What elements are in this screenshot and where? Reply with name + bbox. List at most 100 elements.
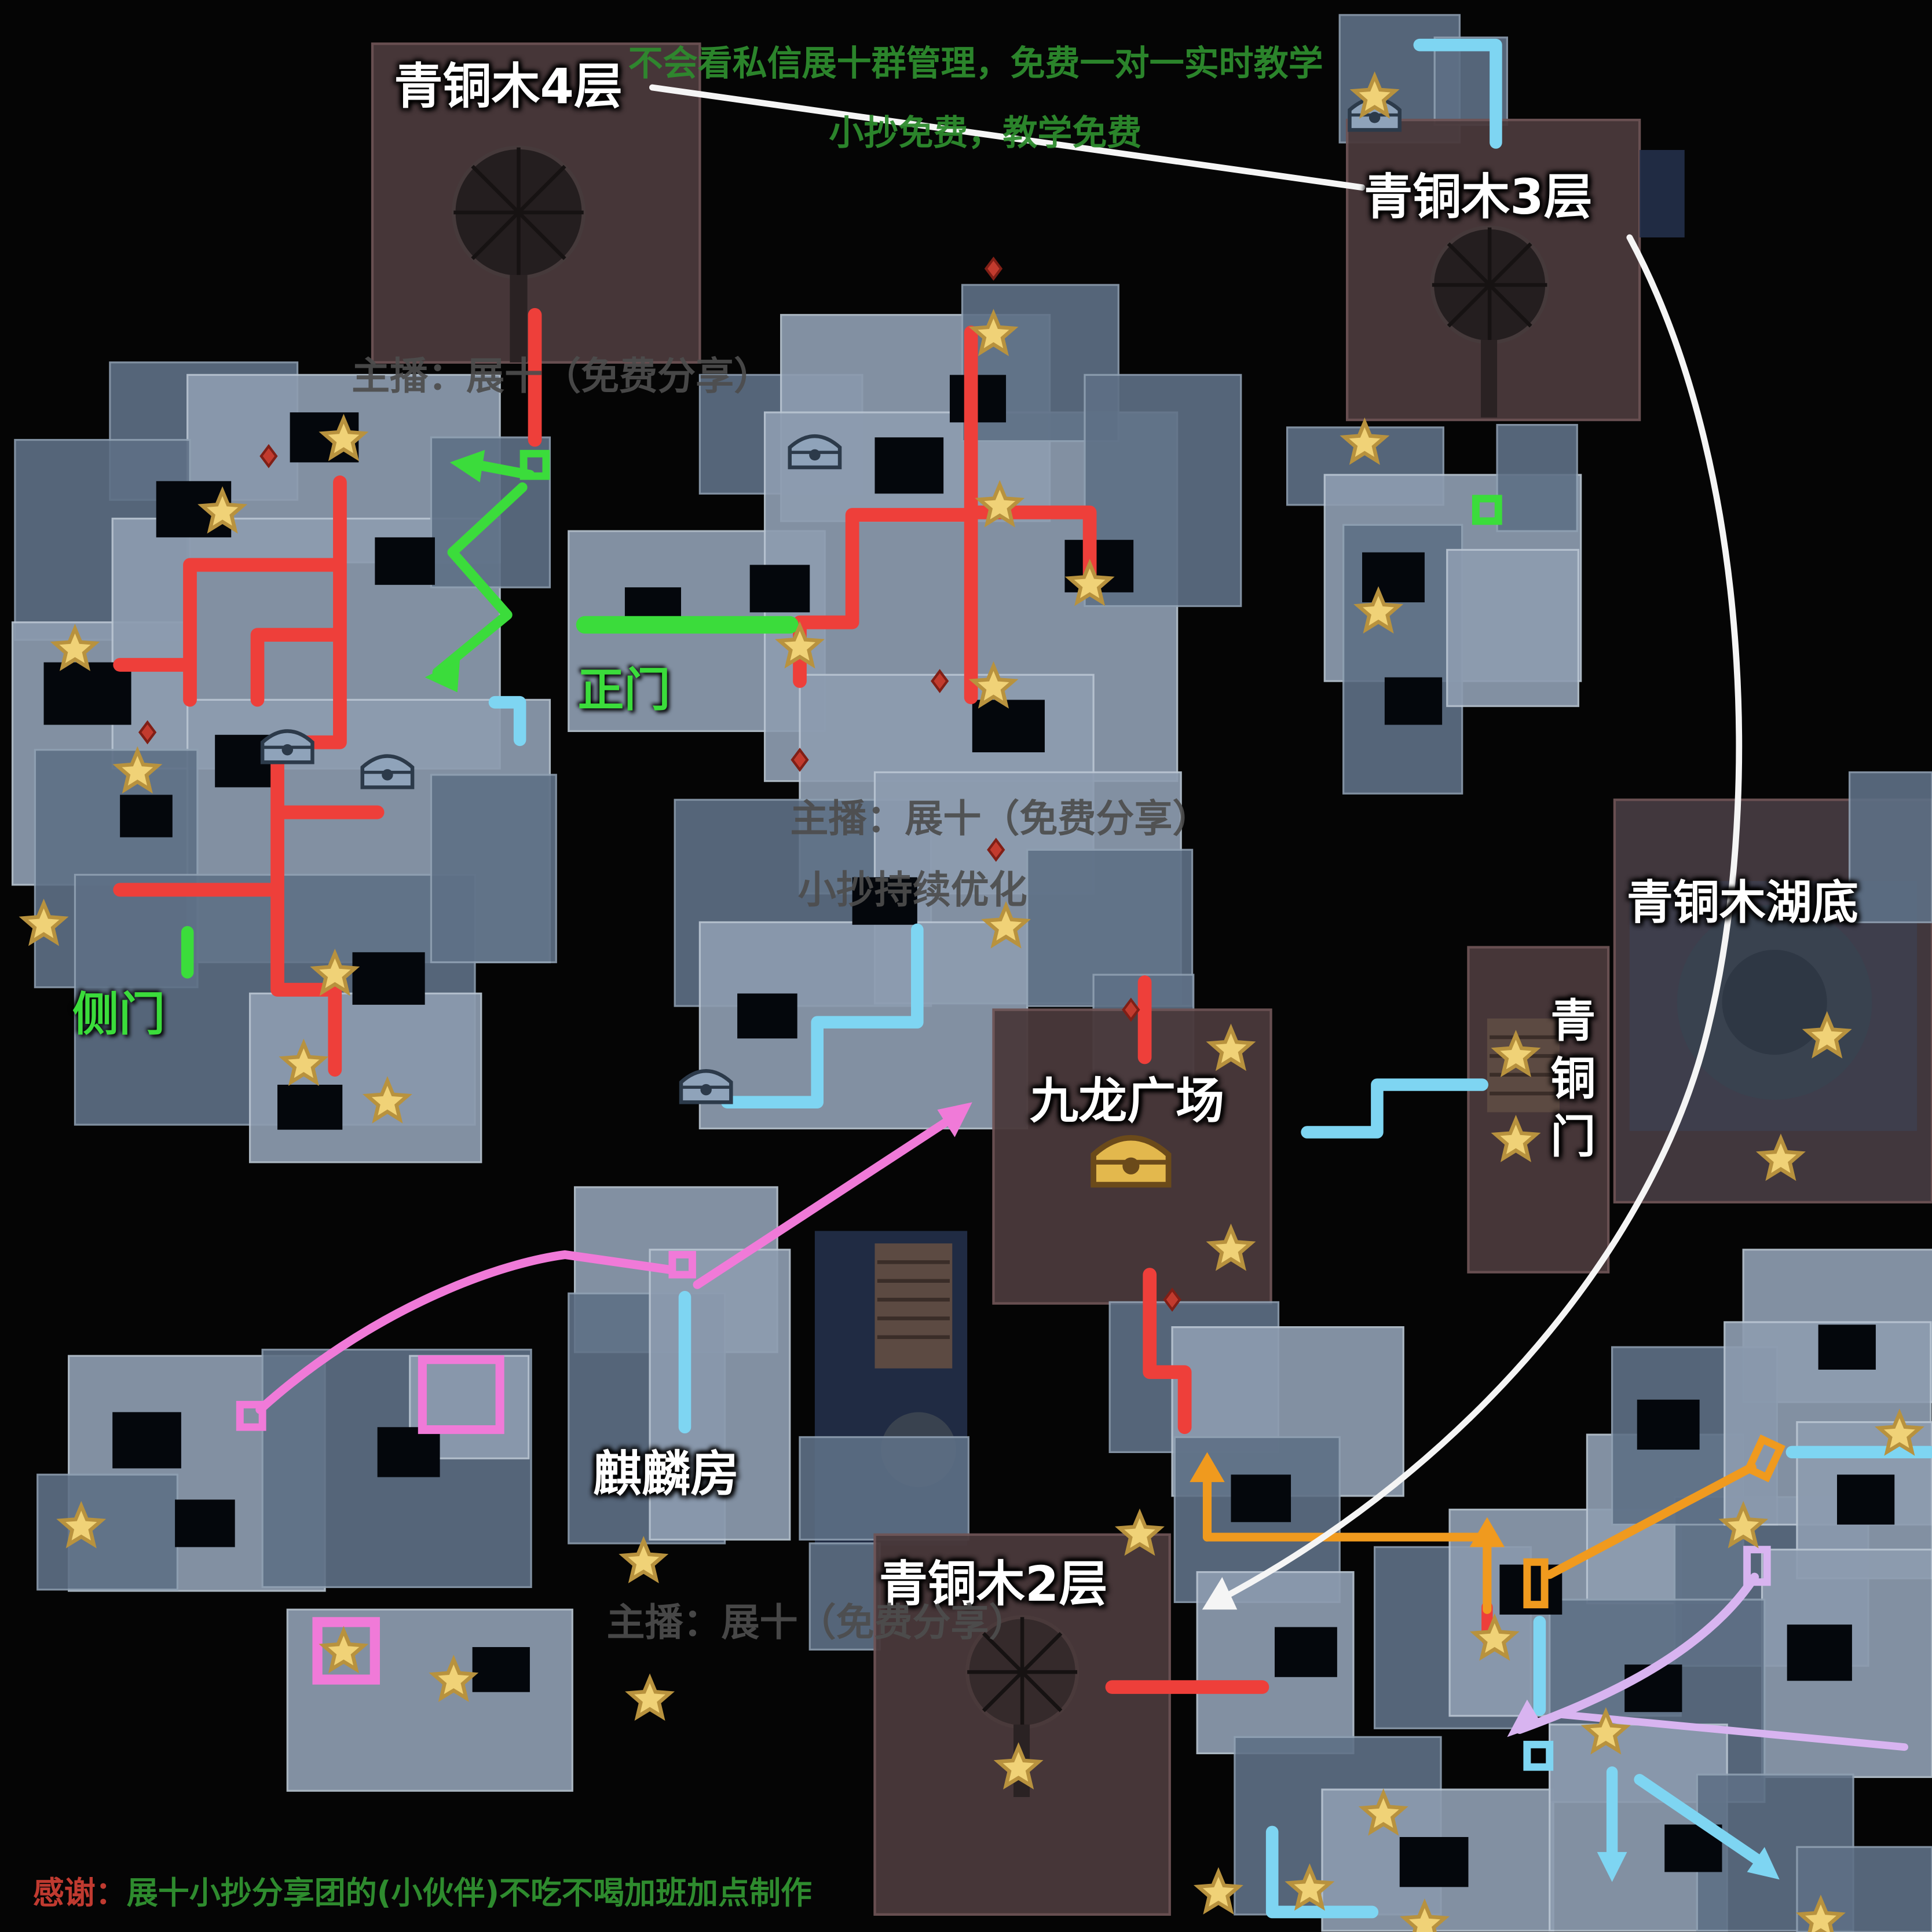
green-square-marker-1 — [519, 449, 550, 480]
orange-arrowhead-b — [1469, 1517, 1505, 1547]
pink-square-marker-c — [312, 1617, 380, 1685]
pink-square-marker-a — [236, 1400, 266, 1431]
star-marker — [1353, 586, 1404, 634]
pink-arrowhead — [937, 1102, 972, 1137]
star-marker — [625, 1673, 675, 1721]
star-marker — [1802, 1011, 1852, 1059]
star-marker — [310, 949, 360, 996]
star-marker — [319, 1626, 369, 1674]
star-marker — [1193, 1867, 1243, 1915]
star-marker — [1718, 1501, 1769, 1549]
star-marker — [968, 309, 1019, 356]
orange-arrowhead-a — [1190, 1452, 1225, 1483]
gold-chest-icon — [1091, 1135, 1172, 1188]
chest-icon — [679, 1069, 733, 1104]
rooms-layer — [11, 14, 1932, 1932]
watermark-streamer-mid: 主播：展十（免费分享） — [790, 796, 1211, 841]
star-marker — [981, 901, 1031, 949]
label-bronze3: 青铜木3层 — [1364, 168, 1593, 225]
route-white-big-curve — [1216, 234, 1743, 1603]
star-marker — [50, 623, 100, 671]
white-arrowhead — [1202, 1577, 1238, 1610]
route-red-mid-complex — [793, 325, 1097, 704]
route-cyan-gate-link — [1301, 1078, 1488, 1139]
star-marker — [1114, 1508, 1165, 1556]
star-marker — [429, 1655, 479, 1702]
chest-icon — [788, 434, 842, 470]
route-violet-curve — [1515, 1572, 1759, 1734]
star-marker — [1874, 1408, 1924, 1456]
label-main-gate: 正门 — [577, 663, 671, 717]
star-marker — [56, 1501, 107, 1549]
route-pink-diag — [693, 1110, 962, 1289]
gems-layer — [138, 257, 1181, 1312]
violet-arrowhead — [1507, 1699, 1542, 1737]
route-orange-diag — [1545, 1462, 1757, 1579]
chest-icon — [260, 729, 314, 764]
star-marker — [993, 1742, 1044, 1790]
star-marker — [1340, 417, 1390, 465]
star-marker — [19, 898, 69, 946]
star-marker — [1358, 1788, 1408, 1836]
label-qilin-room: 麒麟房 — [593, 1445, 740, 1502]
green-arrowhead-b — [425, 660, 460, 693]
pink-square-marker-b — [668, 1250, 696, 1279]
route-cyan-mid-stairs — [721, 923, 924, 1108]
cyan-arrowhead-down — [1597, 1851, 1627, 1882]
routes-layer — [113, 38, 1932, 1919]
chest-icon — [360, 754, 415, 789]
orange-rect-marker-v — [1523, 1558, 1549, 1609]
watermark-streamer-top: 主播：展十（免费分享） — [352, 353, 773, 398]
watermark-streamer-bottom: 主播：展十（免费分享） — [606, 1600, 1027, 1645]
route-cyan-diag-arrow — [1634, 1774, 1770, 1871]
gem-marker — [1122, 997, 1140, 1022]
route-cyan-left-small — [488, 696, 526, 747]
pink-rect-marker — [418, 1355, 504, 1435]
star-marker — [619, 1536, 669, 1583]
label-bronze4: 青铜木4层 — [394, 58, 623, 115]
star-marker — [1285, 1863, 1335, 1911]
gem-marker — [984, 257, 1003, 281]
orange-rect-marker-s — [1743, 1434, 1785, 1483]
route-violet-diag — [1558, 1711, 1909, 1751]
gem-marker — [1163, 1287, 1181, 1312]
star-marker — [197, 486, 248, 534]
watermark-top-line2: 小抄免费，教学免费 — [829, 112, 1142, 153]
watermark-top-line1: 不会看私信展十群管理，免费一对一实时教学 — [628, 43, 1323, 84]
gem-marker — [138, 720, 157, 745]
gem-marker — [791, 748, 809, 772]
star-marker — [775, 621, 825, 669]
credits-line: 感谢：展十小抄分享团的(小伙伴)不吃不喝加班加点制作 — [33, 1876, 812, 1910]
star-marker — [279, 1038, 329, 1086]
label-bronze-lake: 青铜木湖底 — [1626, 875, 1858, 930]
gem-marker — [259, 444, 278, 469]
star-marker — [975, 480, 1025, 528]
watermark-mid-line2: 小抄持续优化 — [797, 868, 1027, 913]
label-bronze2: 青铜木2层 — [879, 1555, 1108, 1612]
star-marker — [1491, 1114, 1541, 1162]
star-marker — [1206, 1223, 1256, 1271]
label-side-gate: 侧门 — [72, 987, 166, 1042]
label-bronze-gate: 青铜门 — [1543, 997, 1596, 1171]
fan-bronze3 — [1430, 225, 1549, 418]
star-marker — [1399, 1898, 1450, 1932]
route-red-nine-dragon-south — [1143, 1268, 1192, 1435]
route-cyan-bottom-l — [1265, 1825, 1379, 1919]
label-nine-dragon-plaza: 九龙广场 — [1030, 1072, 1225, 1129]
cyan-square-marker — [1523, 1740, 1554, 1771]
violet-rect-marker — [1743, 1546, 1771, 1586]
star-marker — [1469, 1613, 1520, 1661]
star-marker — [1796, 1894, 1846, 1932]
credits-prefix: 感谢： — [32, 1875, 127, 1912]
star-marker — [968, 661, 1019, 709]
fan-bronze4 — [452, 145, 586, 363]
star-marker — [1755, 1133, 1806, 1181]
green-arrowhead-a — [449, 449, 485, 482]
stars-layer — [19, 71, 1924, 1932]
star-marker — [319, 414, 369, 462]
star-marker — [362, 1076, 412, 1124]
route-red-left-complex — [113, 475, 385, 1077]
star-marker — [1580, 1707, 1631, 1755]
star-marker — [1491, 1030, 1541, 1078]
